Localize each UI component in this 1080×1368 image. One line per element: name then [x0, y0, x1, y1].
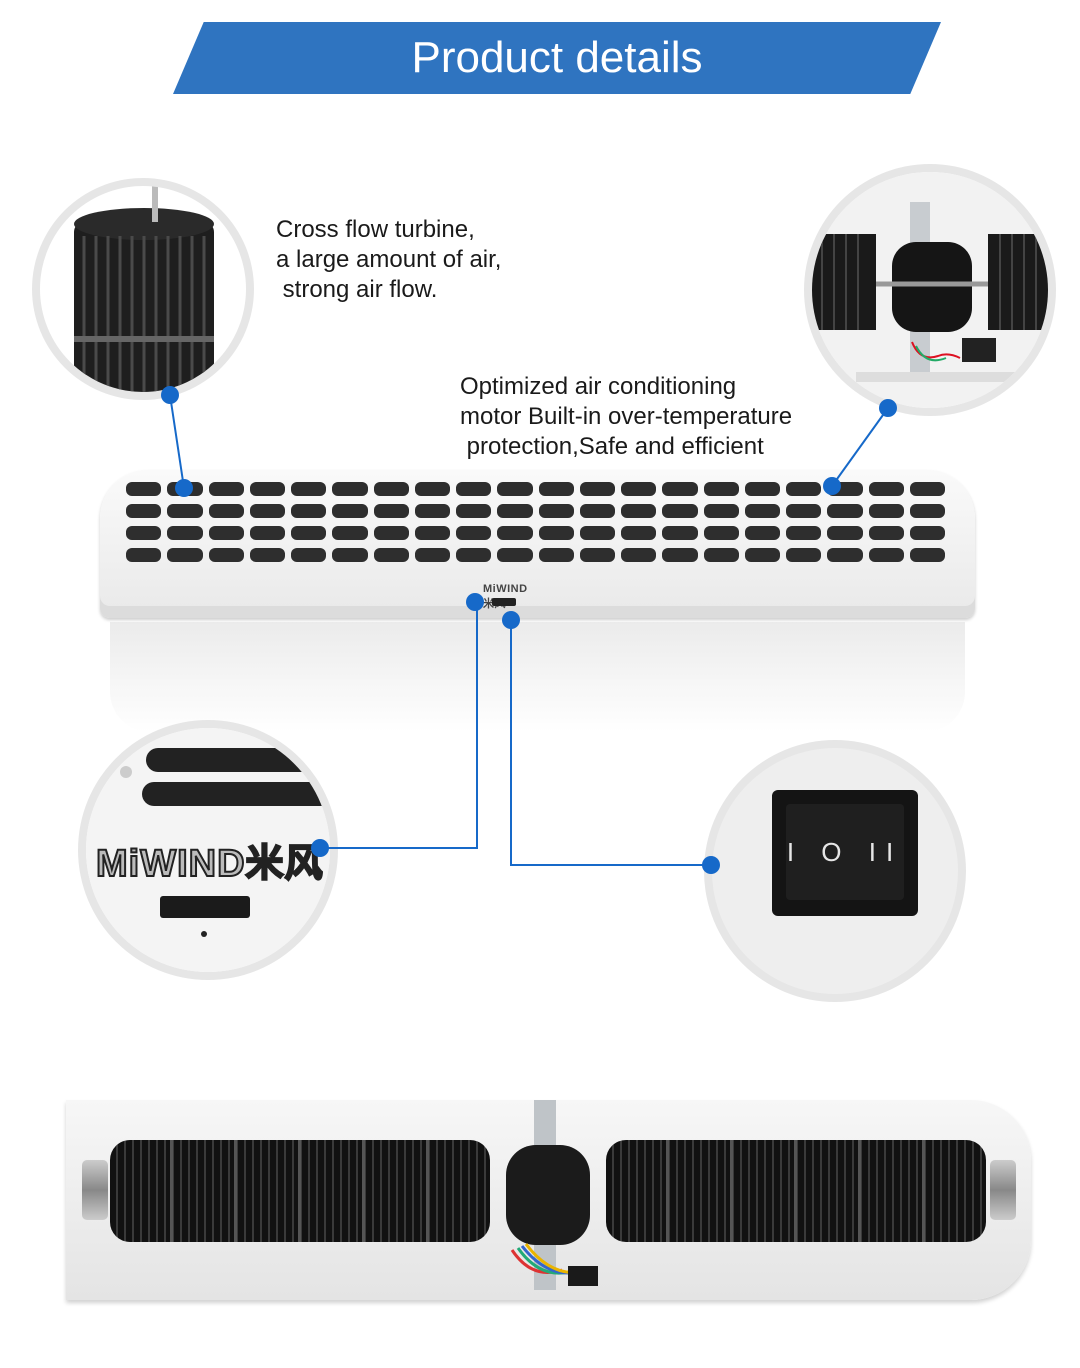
motor-caption-line-3: protection,Safe and efficient — [460, 433, 764, 460]
motor-caption: Optimized air conditioning motor Built-i… — [460, 372, 792, 462]
logo-callout-dot-unit — [466, 593, 484, 611]
logo-detail-circle: MiWIND米风 — [86, 728, 330, 972]
turbine-caption-line-2: a large amount of air, — [276, 246, 502, 273]
motor-caption-line-2: motor Built-in over-temperature — [460, 403, 793, 430]
switch-label: I O II — [786, 804, 904, 900]
power-switch-small — [492, 598, 516, 606]
rocker-switch: I O II — [772, 790, 918, 916]
motor — [506, 1145, 590, 1245]
turbine-caption-line-1: Cross flow turbine, — [276, 216, 475, 243]
motor-wires — [510, 1243, 598, 1286]
page-title: Product details — [411, 33, 703, 82]
switch-callout-dot — [702, 856, 720, 874]
header-banner: Product details — [173, 22, 941, 94]
motor-detail-circle — [812, 172, 1048, 408]
switch-detail-circle: I O II — [712, 748, 958, 994]
turbine-detail-circle — [40, 186, 246, 392]
turbine-caption-line-3: strong air flow. — [276, 276, 438, 303]
grille-closeup — [86, 728, 330, 972]
turbine-caption: Cross flow turbine, a large amount of ai… — [276, 215, 501, 305]
motor-callout-dot-unit — [823, 477, 841, 495]
motor-caption-line-1: Optimized air conditioning — [460, 373, 737, 400]
air-curtain-unit: MiWIND米风 — [100, 470, 975, 618]
opened-unit — [66, 1100, 1031, 1300]
turbine-image — [74, 186, 214, 392]
brand-logo-large: MiWIND米风 — [95, 842, 324, 886]
right-bearing — [990, 1160, 1016, 1220]
turbine-callout-dot-unit — [175, 479, 193, 497]
logo-callout-dot — [311, 839, 329, 857]
switch-callout-dot-unit — [502, 611, 520, 629]
motor-callout-dot — [879, 399, 897, 417]
left-rotor — [110, 1140, 490, 1242]
right-rotor — [606, 1140, 986, 1242]
unit-reflection — [110, 622, 965, 732]
left-bearing — [82, 1160, 108, 1220]
turbine-callout-dot — [161, 386, 179, 404]
motor-image — [812, 172, 1048, 408]
